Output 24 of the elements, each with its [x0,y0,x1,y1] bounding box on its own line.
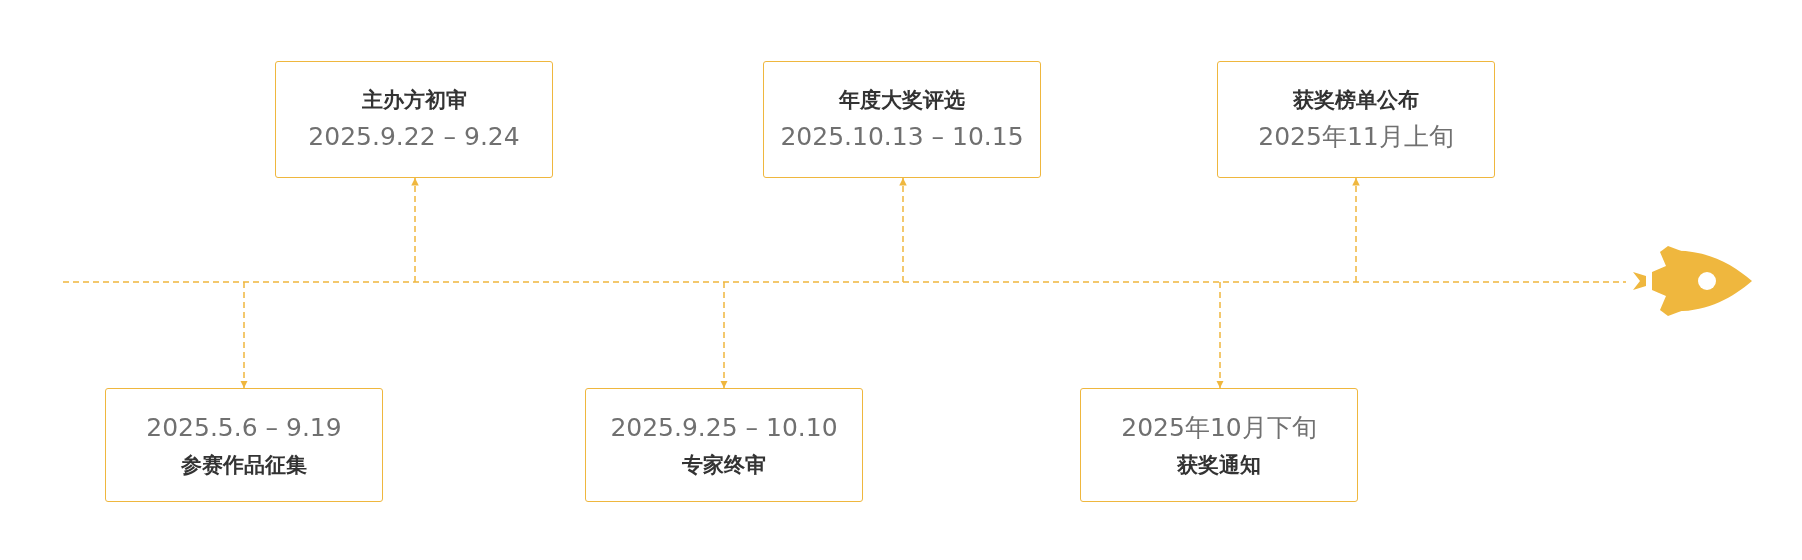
milestone-title: 获奖通知 [1177,451,1261,478]
milestone-date: 2025年11月上旬 [1258,121,1454,153]
milestone-title: 获奖榜单公布 [1293,86,1419,113]
milestone-date: 2025.9.22 – 9.24 [308,121,520,153]
milestone-box [585,388,863,502]
milestone-title: 参赛作品征集 [181,451,307,478]
milestone-date: 2025.9.25 – 10.10 [610,412,838,444]
arrow [1216,281,1224,389]
milestone-date: 2025.10.13 – 10.15 [780,121,1024,153]
milestone-box [763,61,1041,178]
arrow [240,281,248,389]
milestone-date: 2025.5.6 – 9.19 [146,412,342,444]
milestone-date: 2025年10月下旬 [1121,412,1317,444]
milestone-box [1080,388,1358,502]
milestone-box [105,388,383,502]
arrow [720,281,728,389]
milestone-title: 年度大奖评选 [839,86,965,113]
arrow [1352,177,1360,283]
milestone-box [275,61,553,178]
arrow [411,177,419,283]
milestone-title: 主办方初审 [361,86,467,113]
milestone-title: 专家终审 [682,451,766,478]
arrow [899,177,907,283]
milestone-box [1217,61,1495,178]
